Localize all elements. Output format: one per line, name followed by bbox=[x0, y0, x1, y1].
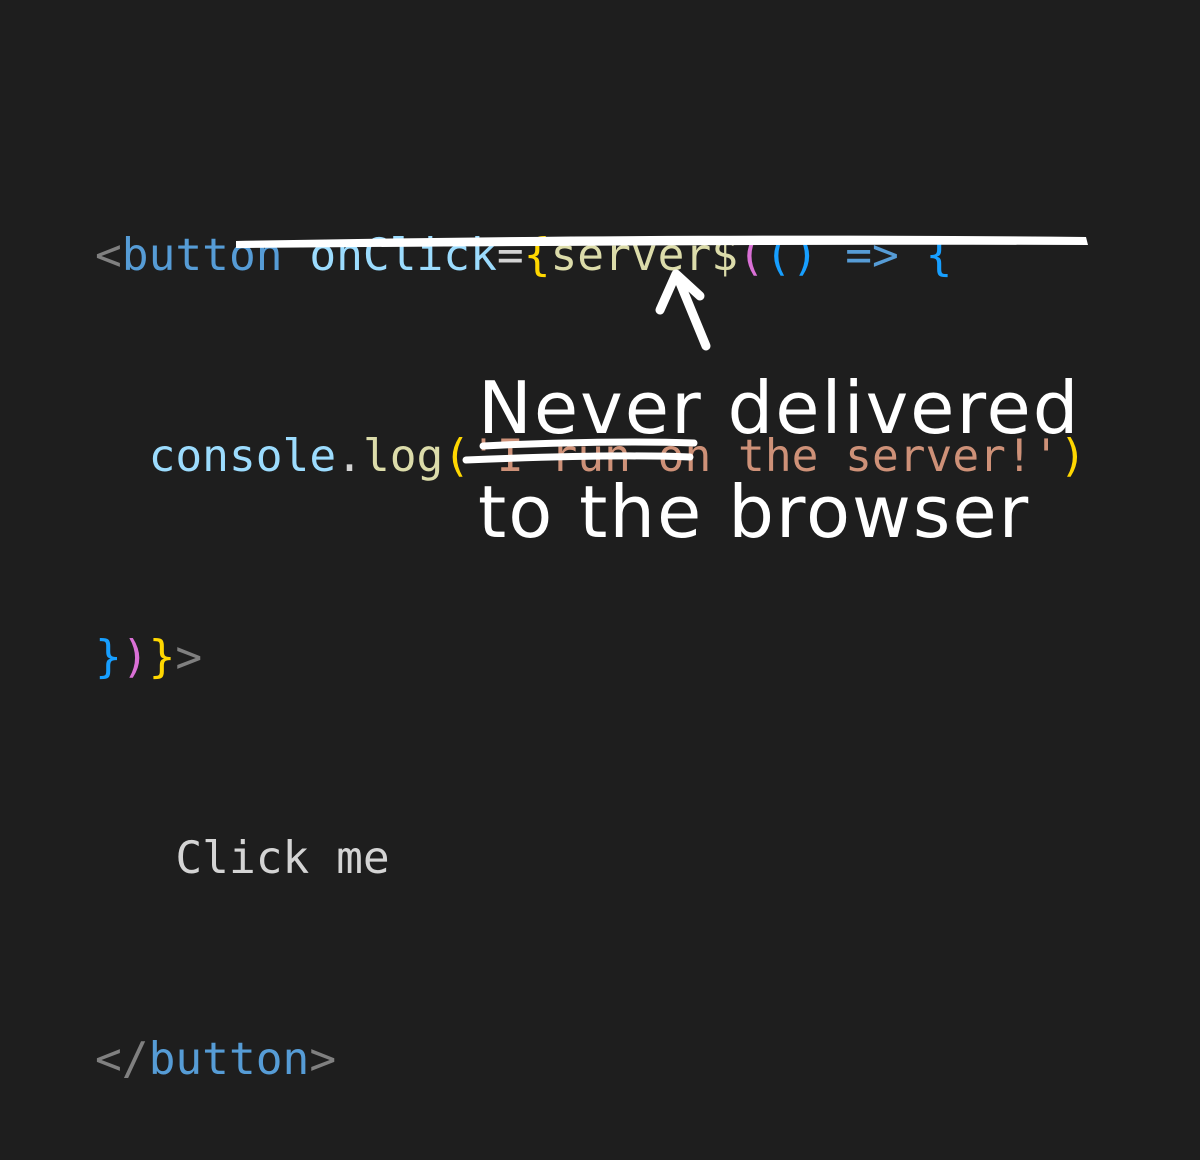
object-name: console bbox=[148, 431, 337, 482]
annotation-strokes bbox=[236, 235, 1088, 464]
arrow-icon bbox=[655, 269, 711, 351]
button-text: Click me bbox=[95, 833, 390, 884]
method-name: log bbox=[362, 431, 444, 482]
paren: ( bbox=[443, 431, 471, 482]
code-line-2: console.log('I run on the server!') bbox=[95, 423, 1087, 490]
tag-name: button bbox=[121, 230, 283, 281]
annotation-emphasis: Never bbox=[478, 366, 703, 450]
code-line-5: </button> bbox=[95, 1026, 1086, 1093]
annotation-line-1: Never delivered bbox=[478, 366, 1081, 450]
tag-name: button bbox=[148, 1034, 310, 1085]
angle-bracket: </ bbox=[95, 1034, 149, 1085]
dot: . bbox=[336, 431, 363, 482]
underline-stroke bbox=[236, 235, 1088, 248]
code-line-4: Click me bbox=[95, 825, 1086, 892]
annotation-text: delivered bbox=[702, 366, 1081, 450]
paren: ) bbox=[1059, 431, 1087, 482]
emphasis-underline bbox=[462, 438, 698, 464]
string-literal: 'I run on the server!' bbox=[470, 431, 1060, 482]
angle-bracket: < bbox=[95, 230, 122, 281]
annotation-line-2: to the browser bbox=[478, 470, 1031, 554]
angle-bracket: > bbox=[309, 1034, 337, 1085]
